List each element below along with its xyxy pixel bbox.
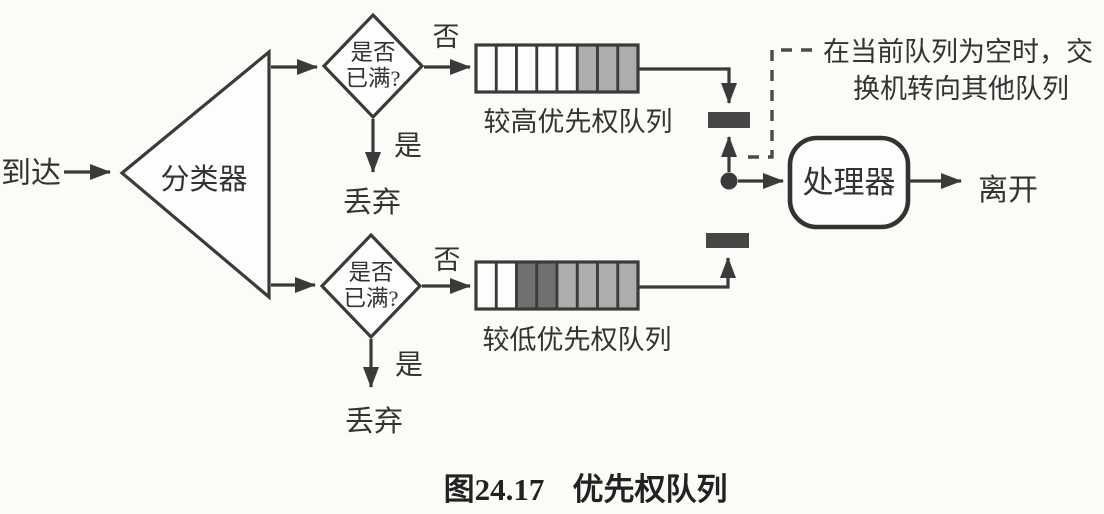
high-branch-no-label: 否 bbox=[433, 22, 460, 52]
low-queue-exit-arrow bbox=[638, 257, 736, 289]
low-branch-yes-label: 是 bbox=[395, 350, 423, 381]
high-gate-bar bbox=[708, 112, 750, 128]
low-gate-bar bbox=[706, 233, 749, 248]
low-priority-queue bbox=[474, 260, 640, 311]
high-queue-label: 较高优先权队列 bbox=[484, 107, 673, 137]
low-decision-diamond bbox=[319, 232, 423, 340]
high-decision-diamond bbox=[321, 12, 425, 120]
classifier-label: 分类器 bbox=[160, 163, 247, 196]
caption-number: 图24.17 bbox=[444, 472, 545, 507]
classifier-triangle bbox=[119, 48, 271, 301]
low-queue-label: 较低优先权队列 bbox=[483, 325, 672, 355]
low-discard-label: 丢弃 bbox=[345, 405, 403, 438]
arrival-label: 到达 bbox=[1, 157, 61, 190]
low-decision-text-line2: 已满? bbox=[344, 286, 399, 311]
annotation-text-line1: 在当前队列为空时，交 bbox=[823, 37, 1093, 67]
annotation-text-line2: 换机转向其他队列 bbox=[853, 74, 1069, 104]
annotation-callout-dashed-line bbox=[741, 48, 812, 159]
caption-title: 优先权队列 bbox=[573, 472, 728, 507]
low-decision-text-line1: 是否 bbox=[348, 260, 393, 285]
high-decision-text-line1: 是否 bbox=[350, 40, 395, 65]
high-branch-yes-label: 是 bbox=[394, 131, 422, 162]
low-branch-no-label: 否 bbox=[434, 245, 461, 275]
departure-label: 离开 bbox=[978, 174, 1038, 207]
high-queue-exit-arrow bbox=[638, 67, 737, 104]
processor-label: 处理器 bbox=[803, 165, 896, 200]
high-priority-queue bbox=[474, 43, 640, 94]
high-decision-text-line2: 已满? bbox=[346, 66, 401, 91]
switch-pivot-dot bbox=[720, 172, 738, 190]
high-discard-label: 丢弃 bbox=[343, 186, 401, 219]
